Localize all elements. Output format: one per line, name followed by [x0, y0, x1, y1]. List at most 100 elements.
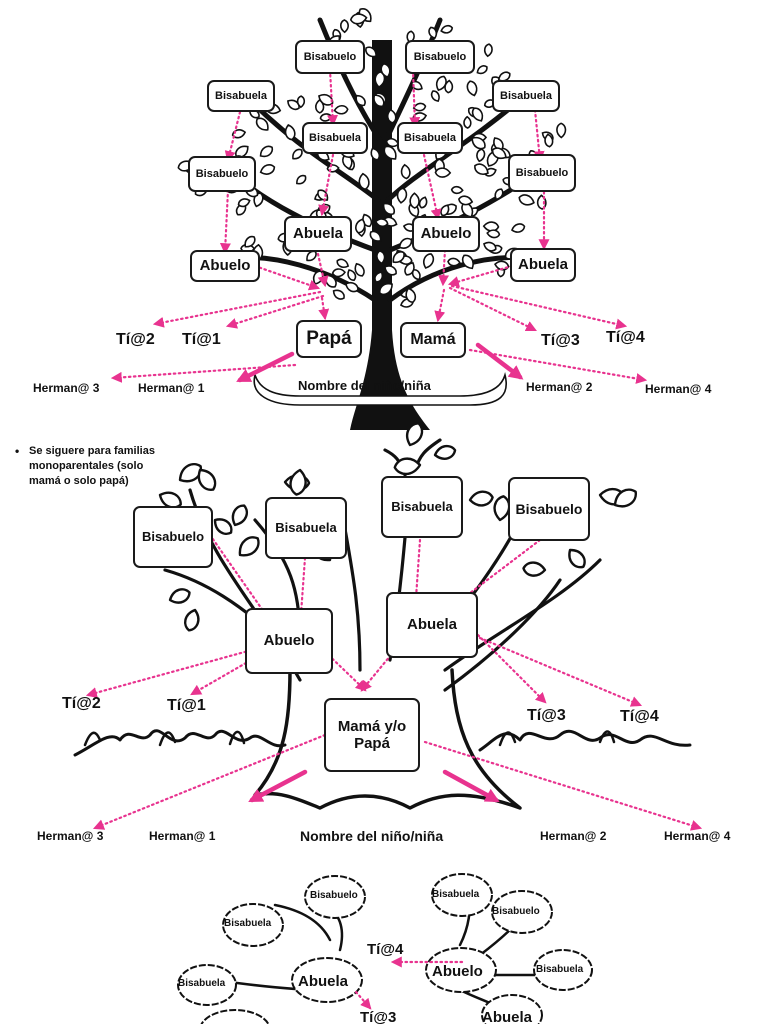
- t2-hermano1: Herman@ 1: [149, 829, 216, 843]
- leaf-shape: [378, 282, 393, 296]
- t1-tio4: Tí@4: [606, 329, 645, 346]
- leaf-shape: [231, 504, 248, 527]
- leaf-shape: [398, 237, 413, 249]
- leaf-shape: [400, 163, 411, 180]
- leaf-shape: [296, 95, 306, 109]
- leaf-shape: [259, 145, 274, 158]
- leaf-shape: [345, 281, 359, 293]
- leaf-shape: [493, 495, 511, 522]
- leaf-shape: [463, 115, 472, 129]
- leaf-shape: [284, 124, 296, 141]
- cloud-shape: [491, 890, 553, 934]
- t1-abuela-left: Abuela: [284, 216, 352, 252]
- t1-bisabuela-mid-left: Bisabuela: [302, 122, 368, 154]
- t2-bisabuelo-2: Bisabuelo: [508, 477, 590, 541]
- leaf-shape: [423, 253, 435, 269]
- leaf-shape: [393, 457, 422, 476]
- t1-bisabuela-mid-right: Bisabuela: [397, 122, 463, 154]
- leaf-shape: [374, 71, 386, 89]
- leaf-shape: [458, 195, 474, 206]
- cloud-shape: [177, 964, 237, 1006]
- cloud-shape: [425, 947, 497, 993]
- t1-tio3: Tí@3: [541, 332, 580, 349]
- leaf-shape: [556, 122, 567, 139]
- leaf-shape: [255, 117, 269, 131]
- leaf-shape: [428, 26, 438, 40]
- leaf-shape: [355, 218, 366, 234]
- leaf-shape: [237, 198, 251, 208]
- leaf-shape: [386, 108, 397, 124]
- bullet-dot: •: [15, 444, 20, 458]
- leaf-shape: [213, 518, 233, 535]
- t1-abuela-right: Abuela: [510, 248, 576, 282]
- t2-bisabuela-2: Bisabuela: [381, 476, 463, 538]
- t3-bisabuela-d: Bisabuela: [536, 964, 584, 975]
- leaf-shape: [471, 136, 486, 150]
- leaf-shape: [468, 490, 494, 507]
- leaf-shape: [491, 147, 507, 160]
- leaf-shape: [319, 113, 333, 122]
- t1-bisabuela-far-right: Bisabuela: [492, 80, 560, 112]
- leaf-shape: [168, 588, 191, 604]
- leaf-shape: [197, 468, 217, 491]
- leaf-shape: [430, 90, 440, 103]
- leaf-shape: [376, 250, 386, 265]
- leaf-shape: [373, 94, 385, 108]
- t2-abuela: Abuela: [386, 592, 478, 658]
- t2-hermano4: Herman@ 4: [664, 829, 731, 843]
- leaf-shape: [474, 163, 489, 175]
- t3-abuela-bottom: Abuela: [482, 1009, 533, 1026]
- leaf-shape: [331, 268, 347, 278]
- t3-bisabuela-c: Bisabuela: [178, 978, 226, 989]
- t1-hermano1: Herman@ 1: [138, 381, 205, 395]
- t1-bisabuelo-left: Bisabuelo: [295, 40, 365, 74]
- leaf-shape: [369, 230, 382, 242]
- cloud-shape: [291, 957, 363, 1003]
- leaf-shape: [392, 251, 405, 264]
- leaf-shape: [406, 30, 415, 44]
- leaf-shape: [486, 229, 501, 239]
- leaf-shape: [365, 46, 377, 58]
- leaf-shape: [347, 269, 357, 281]
- leaf-shape: [183, 608, 200, 632]
- leaf-shape: [483, 241, 497, 252]
- tree3-cloud-nodes: [177, 873, 593, 1024]
- cloud-shape: [222, 903, 284, 947]
- t2-bisabuela-1: Bisabuela: [265, 497, 347, 559]
- leaf-shape: [461, 254, 474, 270]
- leaf-shape: [259, 164, 276, 175]
- leaf-shape: [613, 488, 637, 508]
- leaf-shape: [384, 265, 397, 276]
- leaf-shape: [483, 43, 493, 58]
- leaf-shape: [158, 491, 182, 509]
- t2-hermano2: Herman@ 2: [540, 829, 607, 843]
- leaf-shape: [544, 133, 554, 148]
- leaf-shape: [354, 262, 365, 277]
- leaf-shape: [405, 287, 417, 304]
- leaf-shape: [482, 221, 500, 232]
- cloud-shape: [431, 873, 493, 917]
- t3-bisabuela-a: Bisabuela: [224, 918, 272, 929]
- leaf-shape: [333, 104, 349, 115]
- cloud-shape: [200, 1009, 270, 1024]
- t2-parent: Mamá y/o Papá: [324, 698, 420, 772]
- leaf-shape: [434, 167, 452, 178]
- t1-tio1: Tí@1: [182, 331, 221, 348]
- t2-tio1: Tí@1: [167, 697, 206, 714]
- t1-mama: Mamá: [400, 322, 466, 358]
- leaf-shape: [244, 235, 256, 248]
- t2-tio2: Tí@2: [62, 695, 101, 712]
- leaf-shape: [370, 147, 381, 161]
- leaf-shape: [433, 444, 457, 460]
- t1-bisabuelo-right: Bisabuelo: [405, 40, 475, 74]
- leaf-shape: [494, 188, 504, 201]
- t1-abuelo-right: Abuelo: [412, 216, 480, 252]
- leaf-shape: [315, 98, 325, 114]
- t2-nombre: Nombre del niño/niña: [300, 828, 444, 844]
- leaf-shape: [409, 192, 420, 209]
- t1-bisabuelo-low-right: Bisabuelo: [508, 154, 576, 192]
- t2-tio3: Tí@3: [527, 707, 566, 724]
- t1-bisabuela-far-left: Bisabuela: [207, 80, 275, 112]
- leaf-shape: [418, 196, 428, 209]
- tree1-child-arrows: [236, 342, 524, 383]
